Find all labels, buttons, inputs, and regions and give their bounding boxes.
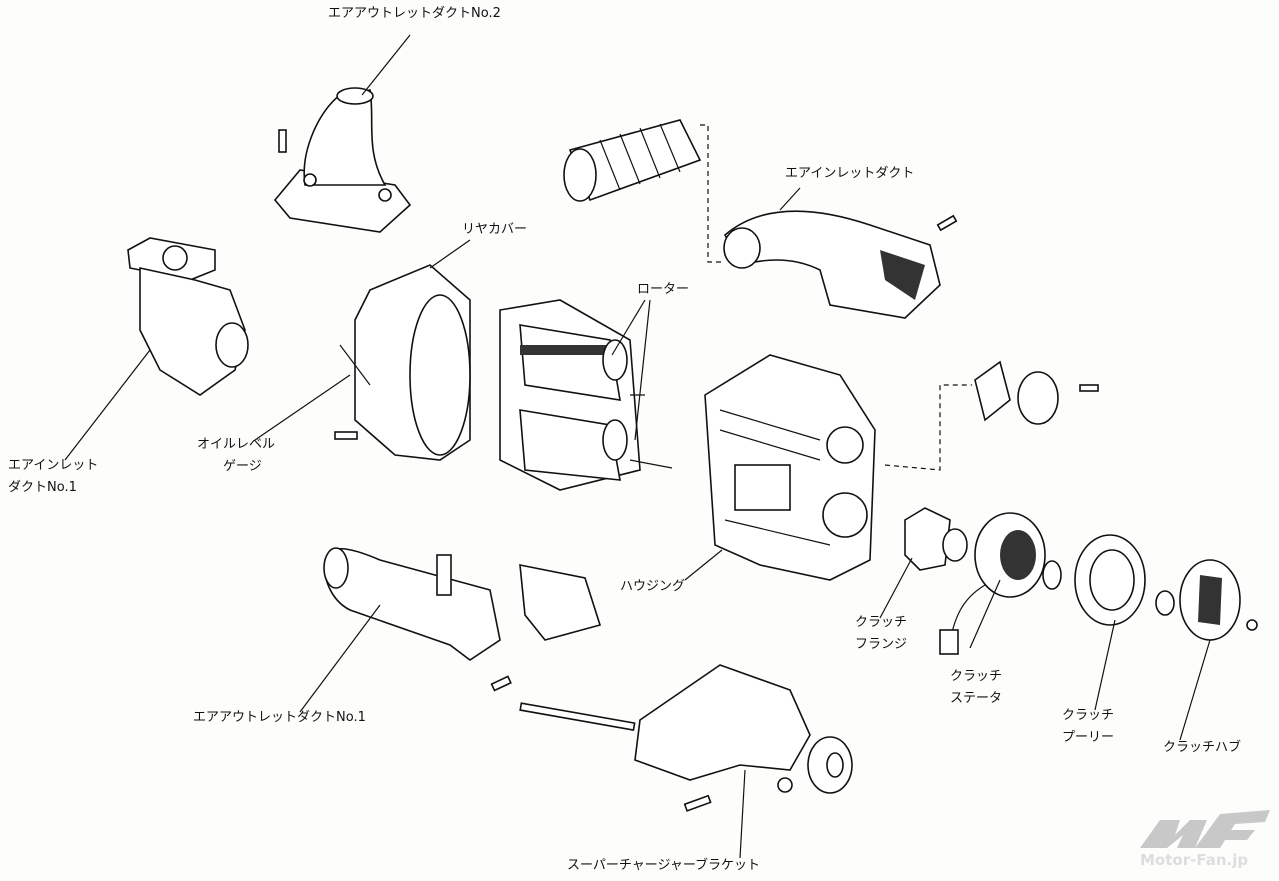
air-outlet-duct-no2-part (273, 87, 412, 233)
motor-fan-logo (1140, 810, 1270, 848)
air-outlet-duct-no1-part (323, 547, 602, 692)
leader-lines (64, 34, 1211, 859)
label-line: エアインレット (8, 458, 99, 473)
label-supercharger-bracket: スーパーチャージャーブラケット (567, 858, 761, 873)
hose-part (563, 119, 702, 202)
label-housing: ハウジング (620, 579, 686, 594)
label-line: ゲージ (223, 459, 262, 474)
label-clutch-hub: クラッチハブ (1163, 740, 1242, 755)
air-inlet-duct-part (723, 210, 958, 319)
gasket-cover-part (974, 360, 1099, 425)
clutch-flange-part (904, 507, 968, 571)
label-line: オイルレベル (197, 437, 276, 452)
label-line: クラッチ (855, 615, 908, 630)
label-air-inlet-duct: エアインレットダクト (785, 166, 915, 181)
air-inlet-duct-no1-part (127, 237, 249, 396)
clutch-stator-part (939, 512, 1046, 655)
label-clutch-flange: クラッチ フランジ (855, 612, 907, 656)
label-line: クラッチ (950, 669, 1003, 684)
rotor-part (499, 299, 673, 491)
clutch-hub-part (1179, 559, 1258, 641)
label-line: プーリー (1062, 730, 1115, 745)
label-air-inlet-duct-no1: エアインレット ダクトNo.1 (8, 455, 98, 499)
shim-part (1155, 590, 1175, 616)
label-air-outlet-duct-no1: エアアウトレットダクトNo.1 (193, 710, 366, 725)
label-rear-cover: リヤカバー (462, 222, 528, 237)
housing-part (704, 354, 876, 581)
label-oil-level-gauge: オイルレベル ゲージ (197, 434, 275, 478)
label-air-outlet-duct-no2: エアアウトレットダクトNo.2 (328, 6, 501, 21)
rear-cover-part (334, 264, 471, 461)
label-line: クラッチ (1062, 708, 1115, 723)
label-rotor: ローター (637, 282, 690, 297)
label-line: フランジ (855, 637, 908, 652)
label-line: ダクトNo.1 (8, 480, 77, 495)
snap-ring-part (1042, 560, 1062, 590)
label-clutch-stator: クラッチ ステータ (950, 666, 1002, 710)
watermark-text: Motor-Fan.jp (1140, 851, 1249, 869)
supercharger-bracket-part (519, 664, 853, 812)
label-line: ステータ (950, 691, 1003, 706)
clutch-pulley-part (1074, 534, 1146, 626)
label-clutch-pulley: クラッチ プーリー (1062, 705, 1114, 749)
